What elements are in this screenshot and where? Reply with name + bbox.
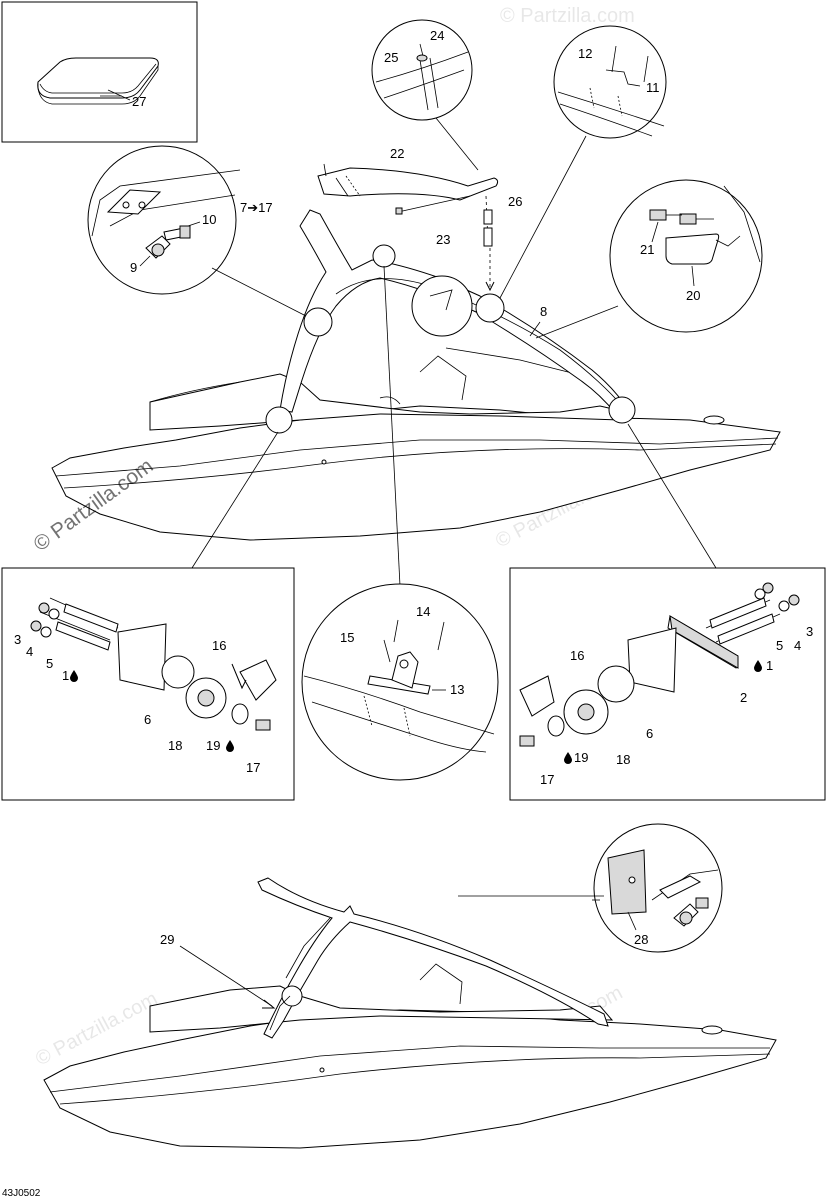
diagram-code: 43J0502 (2, 1188, 41, 1199)
label-9: 9 (130, 260, 137, 275)
glue-drop-icon (226, 740, 234, 752)
inset-circle-28: 28 (458, 823, 723, 953)
label-19-left: 19 (206, 738, 220, 753)
label-8: 8 (540, 304, 547, 319)
inset-mount-right: 16 6 18 19 17 2 1 5 4 3 (509, 567, 826, 801)
label-24: 24 (430, 28, 444, 43)
label-27: 27 (132, 94, 146, 109)
glue-drop-icon (564, 752, 572, 764)
boat-bottom: 29 (43, 877, 777, 1149)
label-3-right: 3 (806, 624, 813, 639)
label-4-right: 4 (794, 638, 801, 653)
leader-lines-top (191, 117, 717, 587)
label-18-left: 18 (168, 738, 182, 753)
label-5-left: 5 (46, 656, 53, 671)
label-17-right: 17 (540, 772, 554, 787)
glue-drop-icon (70, 670, 78, 682)
label-19-right: 19 (574, 750, 588, 765)
label-29: 29 (160, 932, 174, 947)
label-6-left: 6 (144, 712, 151, 727)
label-2: 2 (740, 690, 747, 705)
label-10: 10 (202, 212, 216, 227)
label-6-right: 6 (646, 726, 653, 741)
inset-circle-9-10: 10 9 (87, 145, 241, 295)
label-28: 28 (634, 932, 648, 947)
label-5-right: 5 (776, 638, 783, 653)
mast-parts: 22 26 23 7➔17 8 (240, 146, 547, 337)
inset-circle-13-15: 14 15 13 (301, 583, 499, 781)
label-11: 11 (646, 80, 660, 95)
inset-circle-11-12: 12 11 (553, 25, 667, 139)
watermark-faint: © Partzilla.com (500, 5, 635, 27)
label-1-right: 1 (766, 658, 773, 673)
glue-drop-icon (754, 660, 762, 672)
boat-top (51, 209, 781, 541)
label-14: 14 (416, 604, 430, 619)
label-3-left: 3 (14, 632, 21, 647)
label-20: 20 (686, 288, 700, 303)
inset-circle-20-21: 21 20 (609, 179, 763, 333)
label-25: 25 (384, 50, 398, 65)
label-17-left: 17 (246, 760, 260, 775)
inset-mount-left: 3 4 5 1 6 18 16 19 17 (1, 567, 295, 801)
label-12: 12 (578, 46, 592, 61)
inset-cushion: 27 (1, 1, 198, 143)
label-7-17: 7➔17 (240, 200, 273, 215)
label-16-right: 16 (570, 648, 584, 663)
label-13: 13 (450, 682, 464, 697)
label-23: 23 (436, 232, 450, 247)
label-16-left: 16 (212, 638, 226, 653)
label-15: 15 (340, 630, 354, 645)
label-21: 21 (640, 242, 654, 257)
inset-circle-24-25: 24 25 (371, 19, 473, 121)
label-18-right: 18 (616, 752, 630, 767)
label-22: 22 (390, 146, 404, 161)
label-1-left: 1 (62, 668, 69, 683)
label-4-left: 4 (26, 644, 33, 659)
label-26: 26 (508, 194, 522, 209)
